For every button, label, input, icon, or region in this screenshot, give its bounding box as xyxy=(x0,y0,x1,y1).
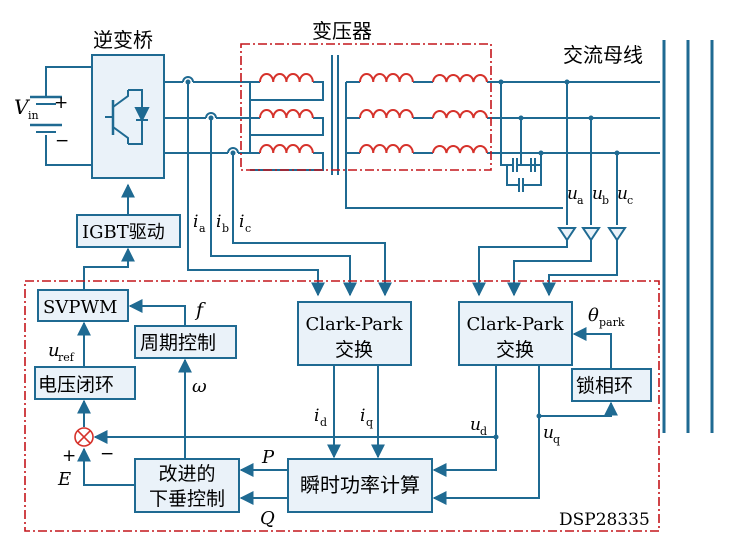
transformer-coils xyxy=(259,73,488,154)
pll-block xyxy=(571,368,652,402)
ua-subscript: a xyxy=(577,194,584,207)
junction-dots xyxy=(185,79,620,440)
transformer-label: 变压器 xyxy=(312,19,372,43)
period-control-label: 周期控制 xyxy=(140,332,216,354)
uref-subscript: ref xyxy=(58,351,75,364)
ia-label: i xyxy=(193,212,198,232)
ud-subscript: d xyxy=(480,425,487,438)
period-control-block xyxy=(134,325,237,359)
vin-subscript: in xyxy=(28,109,39,122)
voltage-sensors xyxy=(472,82,627,297)
control-connections xyxy=(77,183,618,505)
theta-subscript: park xyxy=(599,316,625,329)
dsp-label: DSP28335 xyxy=(559,510,650,530)
ub-subscript: b xyxy=(602,194,609,207)
ic-subscript: c xyxy=(245,222,251,235)
uq-label: u xyxy=(543,423,554,443)
sum-plus: + xyxy=(62,446,76,466)
vin-minus: − xyxy=(55,131,69,151)
dc-source xyxy=(30,66,92,166)
ub-label: u xyxy=(592,184,603,204)
e-label: E xyxy=(57,469,71,490)
droop-line1: 改进的 xyxy=(158,463,215,485)
capacitor-bank xyxy=(500,82,542,192)
clark-park-block-1 xyxy=(297,301,412,366)
q-label: Q xyxy=(260,508,275,529)
f-label: f xyxy=(194,299,206,321)
inverter-label: 逆变桥 xyxy=(93,28,153,52)
voltage-loop-label: 电压闭环 xyxy=(38,374,114,396)
iq-subscript: q xyxy=(366,416,373,429)
sum-minus: − xyxy=(100,444,114,464)
uq-subscript: q xyxy=(553,433,560,446)
phase-lines-primary xyxy=(164,76,250,154)
ac-bus-label: 交流母线 xyxy=(563,43,643,67)
uref-label: u xyxy=(48,340,60,361)
clark-park-1-line1: Clark-Park xyxy=(305,314,403,335)
igbt-drive-label: IGBT驱动 xyxy=(82,222,165,243)
igbt-drive-block xyxy=(76,214,181,248)
clark-park-1-line2: 交换 xyxy=(335,339,373,361)
ib-subscript: b xyxy=(222,222,229,235)
id-label: i xyxy=(314,406,319,426)
summing-junction xyxy=(74,427,94,447)
inverter-bridge xyxy=(91,54,165,179)
omega-label: ω xyxy=(192,376,207,397)
clark-park-2-line1: Clark-Park xyxy=(466,314,564,335)
ac-bus-bars xyxy=(662,40,714,433)
iq-label: i xyxy=(360,406,365,426)
pll-label: 锁相环 xyxy=(576,375,633,397)
uc-subscript: c xyxy=(627,194,633,207)
clark-park-2-line2: 交换 xyxy=(496,339,534,361)
transformer-boundary xyxy=(240,43,492,171)
droop-line2: 下垂控制 xyxy=(149,488,225,510)
svpwm-label: SVPWM xyxy=(43,297,117,318)
clark-park-block-2 xyxy=(458,301,573,366)
power-calc-block xyxy=(287,458,433,513)
uc-label: u xyxy=(617,184,628,204)
ud-label: u xyxy=(470,415,481,435)
ic-label: i xyxy=(239,212,244,232)
ib-label: i xyxy=(216,212,221,232)
ia-subscript: a xyxy=(199,222,206,235)
power-calc-label: 瞬时功率计算 xyxy=(300,473,420,497)
id-subscript: d xyxy=(320,416,327,429)
theta-label: θ xyxy=(588,305,599,326)
p-label: P xyxy=(261,447,275,468)
transformer-wiring xyxy=(249,55,660,209)
vin-plus: + xyxy=(54,93,68,113)
current-sense-lines xyxy=(187,82,392,297)
ua-label: u xyxy=(567,184,578,204)
vin-label: V xyxy=(14,95,31,119)
